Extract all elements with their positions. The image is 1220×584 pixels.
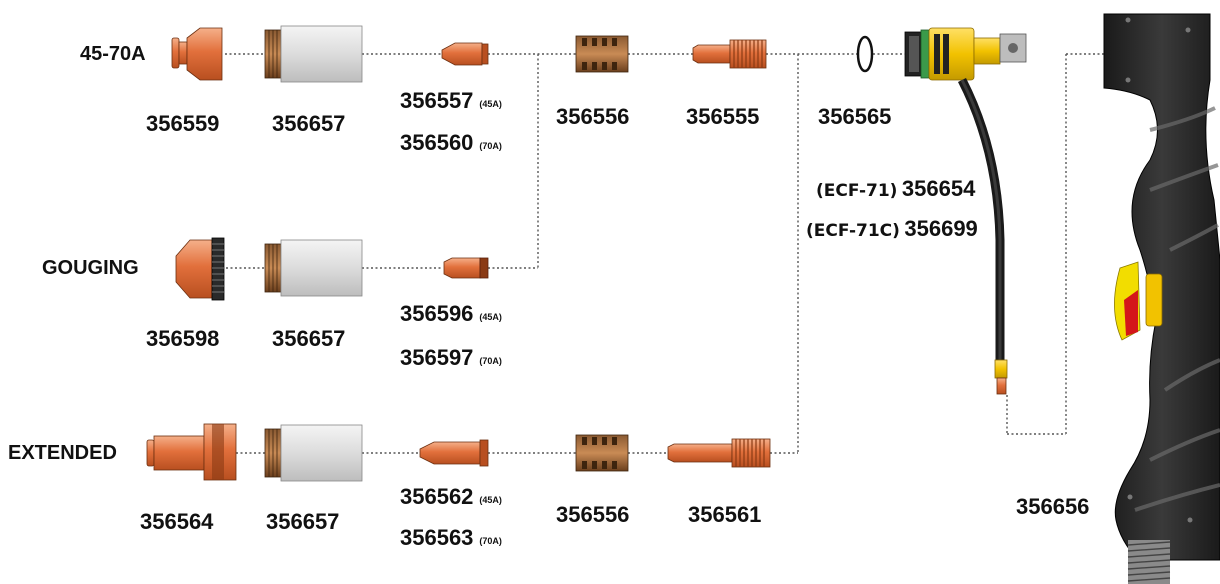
part-356657-retaining-cap-extended [265, 425, 362, 481]
part-356557-tip [442, 43, 488, 65]
part-356564-extended-shield [147, 424, 236, 480]
part-number-356559: 356559 [146, 111, 219, 137]
part-number-356562: 356562(45A) [400, 484, 502, 510]
part-356657-retaining-cap-gouging [265, 240, 362, 296]
part-number-356561: 356561 [688, 502, 761, 528]
part-number-356560: 356560(70A) [400, 130, 502, 156]
part-356556-swirl-ring-extended [576, 435, 628, 471]
part-number-356555: 356555 [686, 104, 759, 130]
part-356596-gouging-tip [444, 258, 488, 278]
part-number-356564: 356564 [140, 509, 213, 535]
row-label-gouging: GOUGING [42, 257, 139, 280]
part-number-356657: 356657 [272, 111, 345, 137]
part-number-356597: 356597(70A) [400, 345, 502, 371]
part-356565-o-ring [858, 37, 872, 71]
part-number-356596: 356596(45A) [400, 301, 502, 327]
part-number-356657-gouging: 356657 [272, 326, 345, 352]
part-number-356598: 356598 [146, 326, 219, 352]
part-number-356556: 356556 [556, 104, 629, 130]
part-356656-handle [1104, 14, 1220, 584]
row-label-45-70a: 45-70A [80, 43, 146, 66]
part-356555-electrode [693, 40, 766, 68]
part-number-ecf71c: (ECF-71C) 356699 [806, 216, 978, 242]
part-torch-head [905, 28, 1026, 394]
part-number-356556-extended: 356556 [556, 502, 629, 528]
part-number-ecf71: (ECF-71) 356654 [816, 176, 975, 202]
part-356562-extended-tip [420, 440, 488, 466]
row-label-extended: EXTENDED [8, 442, 117, 465]
part-356657-retaining-cap [265, 26, 362, 82]
part-number-356563: 356563(70A) [400, 525, 502, 551]
part-number-356557: 356557(45A) [400, 88, 502, 114]
part-number-356657-extended: 356657 [266, 509, 339, 535]
part-number-356656: 356656 [1016, 494, 1089, 520]
handle-thread [1128, 540, 1170, 584]
part-356598-gouging-shield [176, 238, 224, 300]
part-356561-extended-electrode [668, 439, 770, 467]
part-356556-swirl-ring [576, 36, 628, 72]
part-number-356565: 356565 [818, 104, 891, 130]
part-356559-shield-cup [172, 28, 222, 80]
